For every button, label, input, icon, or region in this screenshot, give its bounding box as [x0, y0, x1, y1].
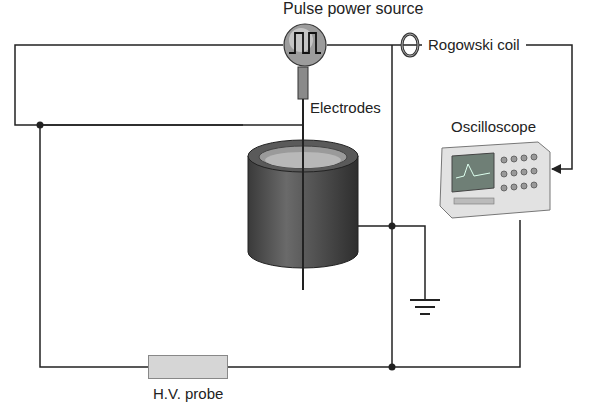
scope-knob: [511, 156, 517, 162]
probe-graphic: [148, 355, 228, 379]
wire-connector: [327, 44, 398, 46]
electrode-rod: [302, 99, 304, 290]
probe-node: H.V. probe: [148, 355, 228, 379]
scope-label: Oscilloscope: [451, 118, 536, 136]
source-circle: [284, 24, 326, 66]
rogowski-ring-inner: [402, 34, 418, 56]
reactor-label: Electrodes: [310, 99, 381, 117]
wire: [243, 45, 425, 367]
probe-label: H.V. probe: [153, 385, 223, 403]
scope-knob: [511, 184, 517, 190]
scope-knob: [521, 155, 527, 161]
scope-body: [440, 142, 550, 218]
reactor-graphic: [243, 96, 390, 296]
scope-node: Oscilloscope: [436, 118, 552, 220]
scope-knob: [521, 169, 527, 175]
scope-knob: [521, 183, 527, 189]
reactor-node: Electrodes: [243, 96, 390, 296]
scope-knob: [511, 170, 517, 176]
probe-box: [149, 356, 228, 379]
scope-panel: [454, 198, 494, 204]
junction-dot: [37, 122, 396, 371]
pulse-symbol: [289, 33, 321, 53]
scope-knob: [501, 185, 507, 191]
scope-knob: [501, 157, 507, 163]
ground-symbol: [410, 300, 440, 314]
source-graphic: [283, 23, 327, 67]
scope-knob: [531, 154, 537, 160]
scope-knob: [531, 168, 537, 174]
rogowski-ring: [402, 34, 418, 56]
source-label: Pulse power source: [283, 0, 424, 18]
source-node: Pulse power source: [283, 23, 327, 67]
wire-connector: [228, 220, 520, 367]
electrode-holder: [298, 67, 308, 99]
scope-knob: [501, 171, 507, 177]
coil-node: Rogowski coil: [398, 30, 526, 60]
coil-label: Rogowski coil: [428, 36, 520, 54]
wire-connector: [15, 45, 283, 125]
scope-trace: [456, 164, 490, 178]
wire-connector: [40, 125, 243, 367]
scope-knob: [531, 182, 537, 188]
scope-screen: [452, 153, 494, 192]
